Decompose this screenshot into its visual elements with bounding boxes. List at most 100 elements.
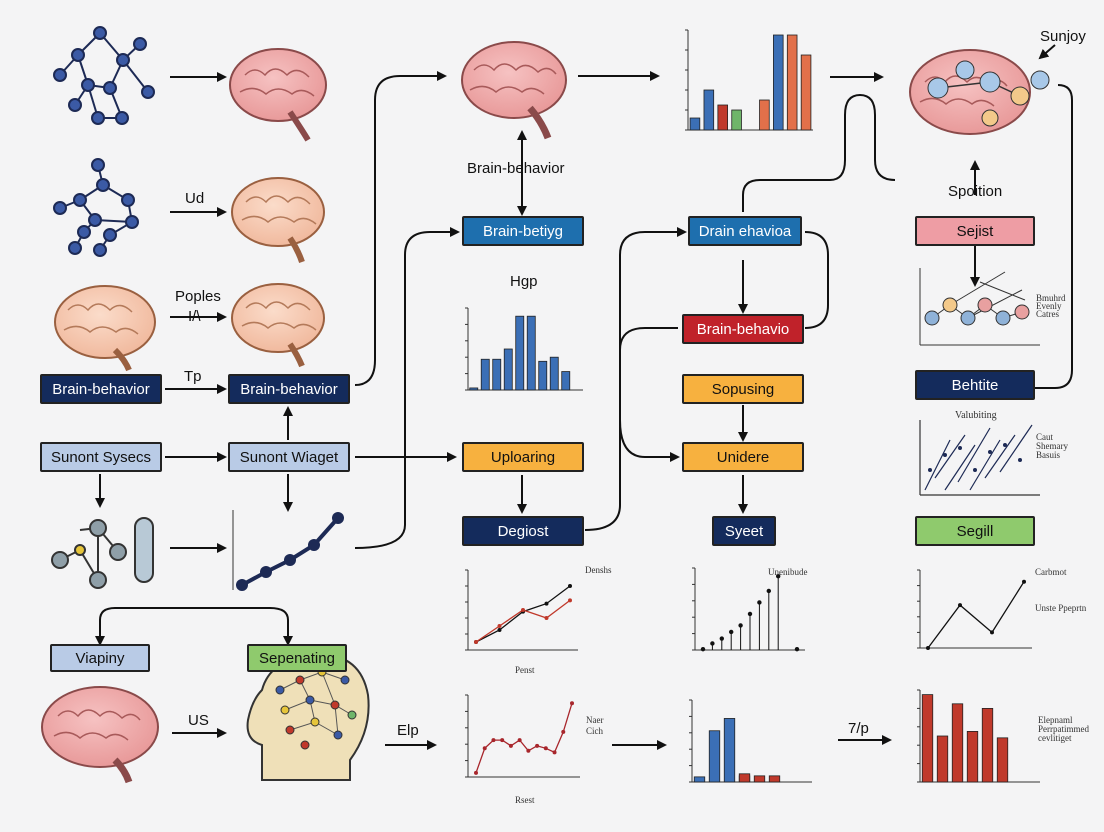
data-point — [544, 616, 549, 620]
bar — [951, 703, 964, 783]
bar — [708, 730, 721, 783]
data-point — [776, 574, 781, 579]
head-network-icon — [246, 653, 370, 781]
data-point — [1022, 579, 1026, 584]
box-brain-behavior-2[interactable]: Brain-behavior — [228, 374, 350, 404]
bar — [759, 99, 770, 131]
data-point — [757, 600, 762, 605]
errorbar-chart — [692, 567, 805, 652]
note-tri-mid: Unste Ppeprtn — [1035, 603, 1087, 613]
data-point — [500, 738, 505, 743]
bar — [480, 358, 490, 391]
box-drain-ehavioa[interactable]: Drain ehavioa — [688, 216, 802, 246]
brain-icon-6 — [909, 49, 1050, 135]
bar — [936, 735, 949, 783]
red-line-chart — [465, 694, 580, 778]
box-sunont-wiaget[interactable]: Sunont Wiaget — [228, 442, 350, 472]
box-sunont-sysecs[interactable]: Sunont Sysecs — [40, 442, 162, 472]
data-point — [521, 608, 525, 612]
brain-icon-4 — [231, 283, 325, 368]
box-viapiny[interactable]: Viapiny — [50, 644, 150, 672]
note-net-2: Evenly — [1036, 301, 1062, 311]
bar — [723, 718, 736, 783]
brain-icon-3 — [54, 285, 156, 372]
bar-chart-hgp — [465, 307, 583, 391]
bar — [717, 104, 728, 131]
bar-chart-top — [685, 29, 813, 131]
3d-bar-chart — [689, 699, 812, 783]
box-sepenating[interactable]: Sepenating — [247, 644, 347, 672]
data-point — [926, 646, 930, 650]
box-syeet[interactable]: Syeet — [712, 516, 776, 546]
note-scatter-1: Caut — [1036, 432, 1053, 442]
box-brain-betiyg[interactable]: Brain-betiyg — [462, 216, 584, 246]
series-line — [927, 581, 1025, 649]
bar — [996, 737, 1009, 783]
triangle-line-chart — [917, 569, 1032, 650]
data-point — [747, 611, 753, 617]
data-point — [719, 636, 724, 641]
box-sopusing[interactable]: Sopusing — [682, 374, 804, 404]
data-point — [544, 601, 549, 606]
bar — [515, 315, 525, 391]
slope-scatter-chart — [919, 420, 1040, 496]
box-degiost[interactable]: Degiost — [462, 516, 584, 546]
bar — [981, 708, 994, 783]
data-point — [491, 738, 496, 743]
data-point — [700, 646, 706, 652]
data-point — [517, 738, 522, 743]
note-red-bar-3: cevlitiget — [1038, 733, 1072, 743]
box-behtite[interactable]: Behtite — [915, 370, 1035, 400]
label-valubiting: Valubiting — [955, 410, 997, 421]
bar — [689, 117, 701, 131]
data-point — [543, 746, 548, 751]
brain-icon-5 — [461, 41, 567, 140]
brain-icon-7 — [41, 686, 159, 784]
bar — [693, 776, 706, 783]
box-unidere[interactable]: Unidere — [682, 442, 804, 472]
molecule-icon-2 — [53, 158, 139, 257]
bar — [768, 775, 781, 783]
bar — [538, 360, 548, 391]
data-point — [766, 588, 771, 594]
data-point — [990, 630, 994, 635]
data-point — [482, 746, 487, 751]
network-chart — [919, 268, 1040, 346]
data-point — [526, 748, 531, 753]
bar — [469, 387, 479, 391]
bar — [526, 315, 536, 391]
note-red-bar-2: Perrpatimmed — [1038, 724, 1089, 734]
data-point — [474, 770, 478, 775]
label-us: US — [188, 712, 209, 729]
bar — [549, 356, 559, 391]
note-line1-xlabel: Penst — [515, 665, 535, 675]
box-brain-behavior-1[interactable]: Brain-behavior — [40, 374, 162, 404]
bar — [738, 773, 751, 783]
graph-node-icon — [51, 517, 154, 589]
label-spoition: Spoition — [948, 183, 1003, 200]
label-hgp: Hgp — [510, 273, 538, 290]
red-bar-chart — [917, 689, 1040, 783]
box-segill[interactable]: Segill — [915, 516, 1035, 546]
box-uploaring[interactable]: Uploaring — [462, 442, 584, 472]
box-sejist[interactable]: Sejist — [915, 216, 1035, 246]
connectors — [95, 44, 1073, 750]
label-ud: Ud — [185, 190, 205, 207]
bar — [561, 371, 571, 391]
box-brain-behavio[interactable]: Brain-behavio — [682, 314, 804, 344]
label-ia: I/\ — [188, 308, 201, 325]
note-red-bar-1: Elepnaml — [1038, 715, 1073, 725]
bar — [966, 731, 979, 783]
data-point — [561, 729, 566, 734]
data-point — [497, 624, 502, 628]
data-point — [738, 623, 743, 628]
data-point — [568, 584, 572, 588]
note-red-line-1: Naer — [586, 715, 604, 725]
bar — [921, 694, 934, 783]
note-scatter-2: Shemary — [1036, 441, 1068, 451]
data-point — [497, 628, 502, 632]
note-tri-top: Carbmot — [1035, 567, 1067, 577]
series-line — [475, 599, 571, 643]
trend-line-icon — [232, 510, 344, 591]
